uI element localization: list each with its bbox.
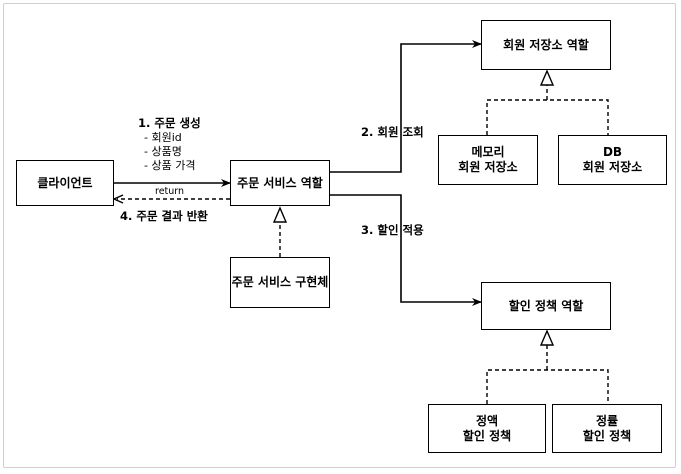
order-impl-realization-triangle [272, 206, 288, 223]
client-box: 클라이언트 [16, 160, 114, 206]
order-service-role-label: 주문 서비스 역할 [237, 175, 323, 190]
memory-member-repo-line1: 메모리 [471, 145, 505, 159]
member-repo-realization-lines [486, 85, 609, 135]
db-member-repo-line1: DB [602, 145, 623, 159]
fixed-discount-policy-line2: 할인 정책 [462, 428, 512, 443]
diagram-frame [3, 3, 676, 468]
member-repo-role-box: 회원 저장소 역할 [481, 20, 611, 70]
fixed-discount-policy-line1: 정액 [475, 413, 499, 428]
apply-discount-arrow [330, 194, 482, 306]
create-order-item-product-price: - 상품 가격 [144, 159, 196, 172]
order-service-impl-label: 주문 서비스 구현체 [231, 275, 329, 289]
db-member-repo-line2: 회원 저장소 [582, 160, 643, 174]
order-service-role-box: 주문 서비스 역할 [230, 160, 330, 206]
order-service-impl-box: 주문 서비스 구현체 [230, 257, 330, 308]
return-label: return [155, 186, 185, 197]
discount-policy-role-box: 할인 정책 역할 [481, 282, 611, 330]
discount-realization-lines [486, 345, 609, 404]
memory-member-repo-box: 메모리 회원 저장소 [438, 135, 538, 185]
discount-policy-role-label: 할인 정책 역할 [508, 298, 584, 313]
create-order-item-member-id: - 회원id [144, 131, 182, 144]
client-label: 클라이언트 [37, 175, 93, 190]
return-result-label: 4. 주문 결과 반환 [120, 209, 208, 223]
rate-discount-policy-line2: 할인 정책 [582, 428, 632, 443]
return-arrowhead [113, 194, 124, 204]
member-repo-realization-triangle [539, 69, 555, 86]
apply-discount-label: 3. 할인 적용 [361, 223, 424, 237]
rate-discount-policy-box: 정률 할인 정책 [552, 404, 662, 453]
fixed-discount-policy-box: 정액 할인 정책 [428, 404, 546, 453]
memory-member-repo-line2: 회원 저장소 [458, 160, 518, 174]
rate-discount-policy-line1: 정률 [595, 413, 619, 428]
lookup-member-arrow [330, 40, 482, 173]
db-member-repo-box: DB 회원 저장소 [558, 135, 667, 185]
create-order-title: 1. 주문 생성 [138, 116, 201, 130]
discount-realization-triangle [539, 329, 555, 346]
lookup-member-label: 2. 회원 조회 [361, 125, 424, 139]
create-order-item-product-name: - 상품명 [144, 145, 182, 158]
member-repo-role-label: 회원 저장소 역할 [503, 37, 589, 52]
